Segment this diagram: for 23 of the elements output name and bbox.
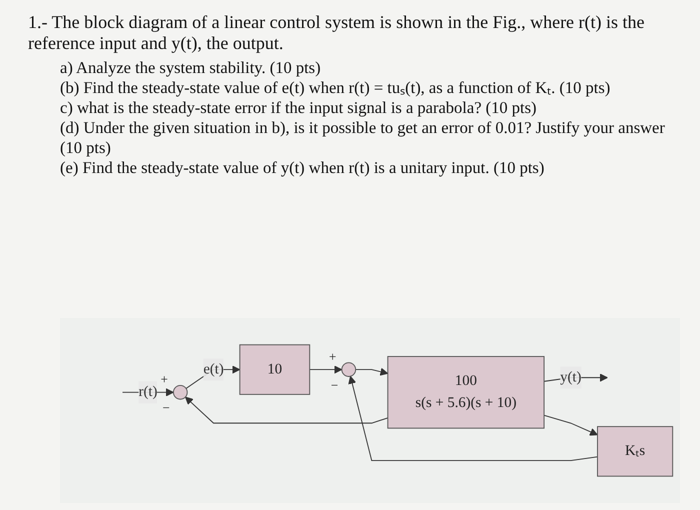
node-box: 10 [239, 344, 310, 395]
sign-label: − [162, 401, 170, 416]
arrow [544, 414, 598, 436]
edge-label: y(t) [560, 369, 582, 385]
question-item: (d) Under the given situation in b), is it possible to get an error of 0.01? Justify your answer (10 pts) [60, 118, 666, 158]
question-item: c) what is the steady-state error if the input signal is a parabola? (10 pts) [60, 98, 538, 118]
question-item: a) Analyze the system stability. (10 pts) [60, 58, 322, 78]
question-text: 1.- The block diagram of a linear control system is shown in the Fig., where r(t) is the reference input and y(t), the output. [28, 12, 646, 54]
arrow [348, 376, 598, 462]
sign-label: + [329, 350, 336, 364]
question-item: (b) Find the steady-state value of e(t) when r(t) = tuₛ(t), as a function of Kₜ. (10 pts) [60, 78, 612, 98]
question-item: (e) Find the steady-state value of y(t) when r(t) is a unitary input. (10 pts) [60, 158, 546, 178]
sign-label: − [330, 378, 338, 392]
node-circle [341, 362, 356, 377]
sign-label: + [160, 372, 168, 387]
node-box: Kₜs [597, 426, 674, 477]
arrow [309, 366, 342, 374]
arrow [185, 396, 388, 424]
edge-label: e(t) [203, 361, 224, 377]
arrow [355, 368, 388, 376]
node-box: 100 s(s + 5.6)(s + 10) [387, 356, 545, 429]
edge-label: r(t) [138, 384, 158, 400]
node-circle [172, 385, 188, 400]
